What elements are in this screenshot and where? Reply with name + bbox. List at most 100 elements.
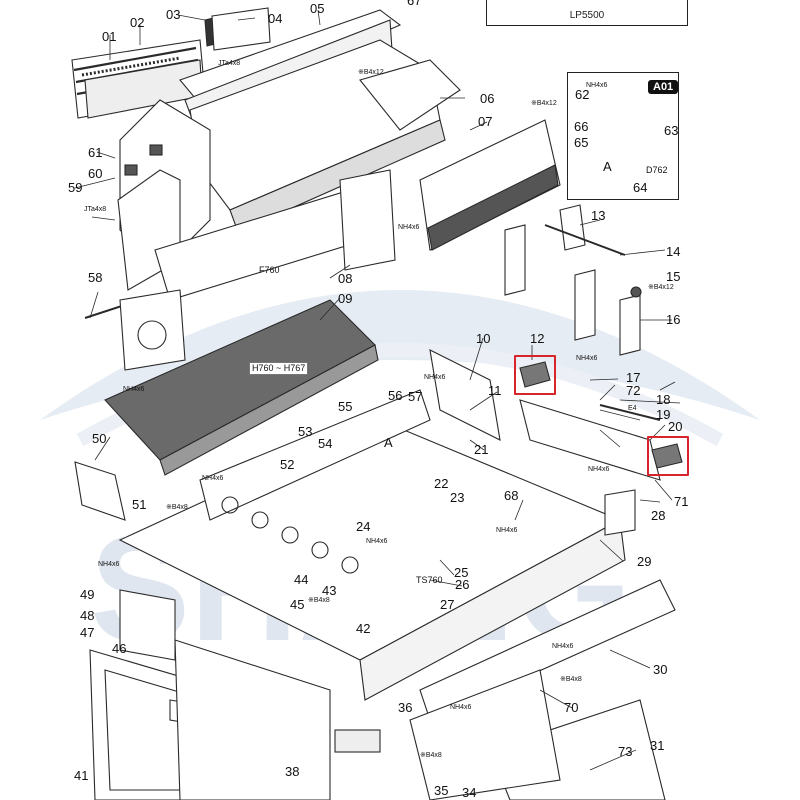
part-label-18: 18 — [656, 392, 671, 407]
ref-d762: D762 — [646, 165, 668, 175]
part-label-44: 44 — [294, 572, 309, 587]
part-label-22: 22 — [434, 476, 449, 491]
fastener-b4x8-2: ※B4x8 — [308, 597, 330, 604]
part-label-62: 62 — [575, 87, 590, 102]
part-label-07: 07 — [478, 114, 493, 129]
part-label-04: 04 — [268, 11, 283, 26]
part-label-64: 64 — [633, 180, 648, 195]
fastener-nh4x6-1: NH4x6 — [586, 82, 608, 89]
part-label-71: 71 — [674, 494, 689, 509]
part-label-24: 24 — [356, 519, 371, 534]
part-label-54: 54 — [318, 436, 333, 451]
fastener-jta4x8-2: JTa4x8 — [84, 206, 107, 213]
part-label-47: 47 — [80, 625, 95, 640]
part-label-56: 56 — [388, 388, 403, 403]
fastener-nh4x6-7: NH4x6 — [588, 466, 610, 473]
detail-tag: A01 — [648, 80, 679, 94]
part-label-52: 52 — [280, 457, 295, 472]
part-label-73: 73 — [618, 744, 633, 759]
part-label-23: 23 — [450, 490, 465, 505]
part-label-51: 51 — [132, 497, 147, 512]
part-label-14: 14 — [666, 244, 681, 259]
part-label-66: 66 — [574, 119, 589, 134]
fastener-nh4x6-6: NH4x6 — [202, 475, 224, 482]
part-label-45: 45 — [290, 597, 305, 612]
ref-h760: H760 ~ H767 — [249, 362, 309, 375]
ref-e4: E4 — [628, 405, 637, 412]
part-label-68: 68 — [504, 488, 519, 503]
part-label-35: 35 — [434, 783, 449, 798]
part-label-06: 06 — [480, 91, 495, 106]
part-label-28: 28 — [651, 508, 666, 523]
part-label-10: 10 — [476, 331, 491, 346]
parts-linework — [71, 7, 683, 800]
fastener-jta4x8-1: JTa4x8 — [218, 60, 241, 67]
fastener-nh4x6-9: NH4x6 — [98, 561, 120, 568]
detail-view-marker-a: A — [603, 159, 612, 174]
fastener-b4x12-2: ※B4x12 — [531, 100, 557, 107]
part-label-19: 19 — [656, 407, 671, 422]
part-label-26: 26 — [455, 577, 470, 592]
part-label-58: 58 — [88, 270, 103, 285]
part-label-05: 05 — [310, 1, 325, 16]
part-label-16: 16 — [666, 312, 681, 327]
fastener-nh4x6-10: NH4x6 — [496, 527, 518, 534]
part-label-48: 48 — [80, 608, 95, 623]
fastener-nh4x6-8: NH4x6 — [366, 538, 388, 545]
ref-ts760: TS760 — [416, 575, 443, 585]
part-label-21: 21 — [474, 442, 489, 457]
fastener-b4x12-3: ※B4x12 — [648, 284, 674, 291]
part-label-08: 08 — [338, 271, 353, 286]
fastener-b4x8-3: ※B4x8 — [560, 676, 582, 683]
fastener-b4x8-4: ※B4x8 — [420, 752, 442, 759]
ref-f760: F760 — [259, 265, 280, 275]
part-label-11: 11 — [488, 383, 502, 398]
part-label-61: 61 — [88, 145, 103, 160]
part-label-67: 67 — [407, 0, 422, 8]
part-label-31: 31 — [650, 738, 665, 753]
part-label-27: 27 — [440, 597, 455, 612]
part-label-25: 25 — [454, 565, 469, 580]
part-label-49: 49 — [80, 587, 95, 602]
fastener-nh4x6-12: NH4x6 — [450, 704, 472, 711]
model-title-box: LP5500 — [486, 0, 688, 26]
part-label-20: 20 — [668, 419, 683, 434]
part-label-34: 34 — [462, 785, 477, 800]
fastener-nh4x6-2: NH4x6 — [398, 224, 420, 231]
part-label-02: 02 — [130, 15, 145, 30]
part-label-70: 70 — [564, 700, 579, 715]
part-label-43: 43 — [322, 583, 337, 598]
fastener-nh4x6-4: NH4x6 — [424, 374, 446, 381]
part-label-17: 17 — [626, 370, 641, 385]
view-marker-a: A — [384, 435, 393, 450]
part-label-63: 63 — [664, 123, 679, 138]
fastener-b4x12-1: ※B4x12 — [358, 69, 384, 76]
part-label-57: 57 — [408, 389, 423, 404]
part-label-46: 46 — [112, 641, 127, 656]
fastener-b4x8-1: ※B4x8 — [166, 504, 188, 511]
part-label-01: 01 — [102, 29, 117, 44]
fastener-nh4x6-5: NH4x6 — [576, 355, 598, 362]
part-label-15: 15 — [666, 269, 681, 284]
part-label-55: 55 — [338, 399, 353, 414]
part-label-03: 03 — [166, 7, 181, 22]
part-label-12: 12 — [530, 331, 545, 346]
part-label-59: 59 — [68, 180, 83, 195]
fastener-nh4x6-3: NH4x6 — [123, 386, 145, 393]
part-label-53: 53 — [298, 424, 313, 439]
part-label-72: 72 — [626, 383, 641, 398]
part-label-29: 29 — [637, 554, 652, 569]
part-label-13: 13 — [591, 208, 606, 223]
part-label-42: 42 — [356, 621, 371, 636]
part-label-30: 30 — [653, 662, 668, 677]
model-title: LP5500 — [569, 10, 605, 21]
highlight-box-12 — [514, 355, 556, 395]
part-label-09: 09 — [338, 291, 353, 306]
part-label-36: 36 — [398, 700, 413, 715]
fastener-nh4x6-11: NH4x6 — [552, 643, 574, 650]
part-label-50: 50 — [92, 431, 107, 446]
part-label-60: 60 — [88, 166, 103, 181]
part-label-41: 41 — [74, 768, 89, 783]
